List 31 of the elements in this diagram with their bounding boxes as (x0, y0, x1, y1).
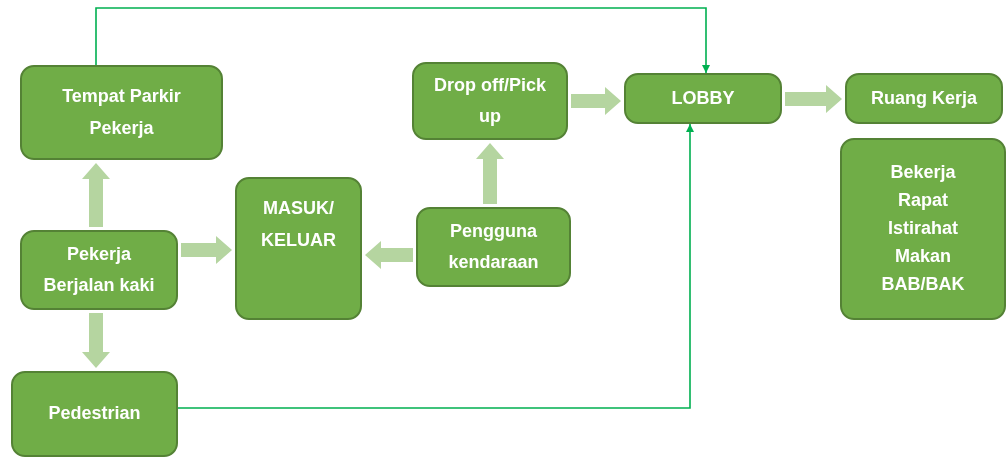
process-box (20, 230, 178, 310)
node-label: Pedestrian (48, 402, 141, 426)
process-box (235, 177, 362, 320)
block-arrow (82, 163, 110, 227)
process-box (20, 65, 223, 160)
block-arrow (181, 236, 232, 264)
process-box (412, 62, 568, 140)
block-arrow (365, 241, 413, 269)
process-box (845, 73, 1003, 124)
connector-arrow (177, 123, 694, 409)
connector-arrow (95, 7, 710, 74)
node-label: LOBBY (671, 86, 735, 110)
node-label: MASUK/ KELUAR (260, 197, 337, 252)
process-box (11, 371, 178, 457)
block-arrow (82, 313, 110, 368)
node-label: Pengguna kendaraan (447, 219, 540, 274)
node-label: Drop off/Pick up (434, 73, 546, 128)
block-arrow (571, 87, 621, 115)
activity-list-box (840, 138, 1006, 320)
process-box (624, 73, 782, 124)
node-label: Tempat Parkir Pekerja (61, 85, 182, 140)
node-label: Pekerja Berjalan kaki (42, 242, 156, 297)
block-arrow (476, 143, 504, 204)
node-label: Ruang Kerja (871, 86, 977, 110)
node-label: Bekerja (890, 161, 956, 185)
node-label: BAB/BAK (881, 272, 965, 296)
node-label: Rapat (898, 189, 948, 213)
block-arrow (785, 85, 842, 113)
node-label: Makan (895, 244, 951, 268)
process-box (416, 207, 571, 287)
node-label: Istirahat (888, 217, 958, 241)
